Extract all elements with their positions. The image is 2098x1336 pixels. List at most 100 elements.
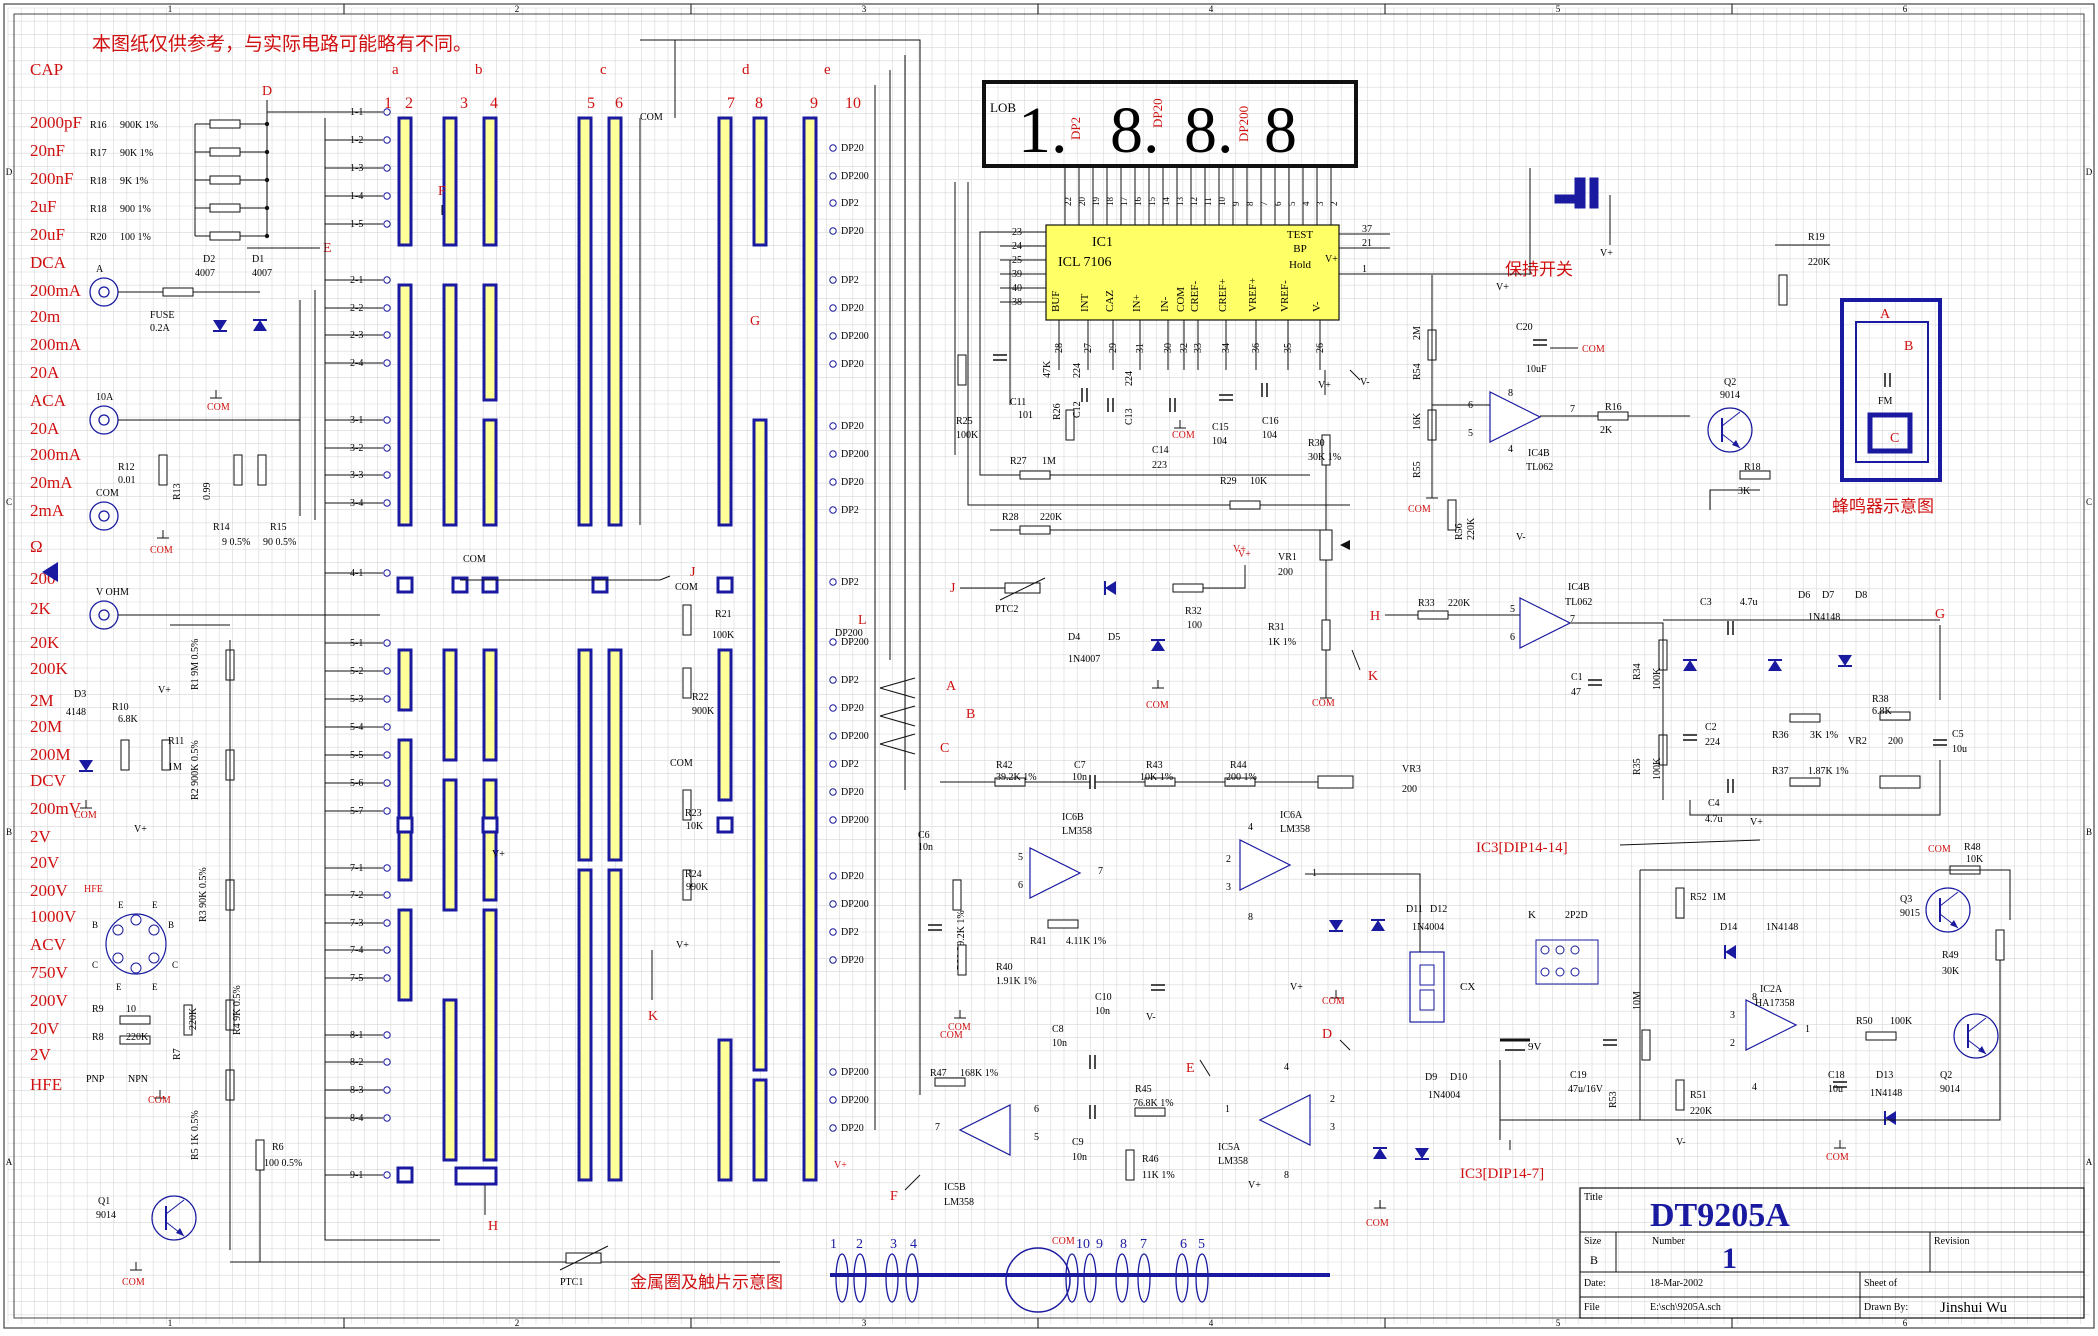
input-jack-label: 10A (96, 392, 114, 403)
range-label: 20M (30, 717, 62, 736)
resistor-ref: R43 (1146, 760, 1163, 771)
resistor-r15 (257, 454, 267, 486)
revision-label: Revision (1934, 1236, 1970, 1247)
switch-bar (577, 868, 593, 1182)
zone-number: 1 (168, 4, 173, 14)
pin-number: 1 (1805, 1024, 1810, 1035)
dp-output-label: DP20 (841, 1123, 864, 1134)
ic-part: TL062 (1565, 597, 1592, 608)
resistor-value: 100 1% (120, 232, 151, 243)
switch-column-number: 10 (845, 95, 861, 112)
resistor-value: 10K (1250, 476, 1268, 487)
resistor-value: 90K 1% (120, 148, 153, 159)
transistor-arrow (1978, 1046, 1986, 1054)
dp-output-label: DP20 (841, 477, 864, 488)
resistor-ref: R12 (118, 462, 135, 473)
switch-contact-ring (383, 639, 391, 647)
potentiometer-vr2 (1879, 775, 1921, 789)
ic-part: LM358 (1280, 824, 1310, 835)
input-jack-label: COM (96, 488, 119, 499)
resistor-ref: R17 (90, 148, 107, 159)
wire (1199, 1059, 1211, 1077)
resistor-value: 220K (1466, 517, 1477, 540)
switch-bar (717, 1038, 733, 1182)
transistor-q2-buzzer-icon (1707, 407, 1753, 453)
resistor-value: 0.99 (202, 483, 213, 501)
resistor-ref: VR3 (1402, 764, 1421, 775)
capacitor-ref: C4 (1708, 798, 1720, 809)
ic-part: TL062 (1526, 462, 1553, 473)
net-label-H: H (1370, 609, 1380, 624)
resistor-value: 3K 1% (1810, 730, 1838, 741)
dp-output-label: DP2 (841, 927, 859, 938)
resistor-value: 1.91K 1% (996, 976, 1037, 987)
capacitor-ref: C8 (1052, 1024, 1064, 1035)
switch-column-number: 7 (727, 95, 735, 112)
resistor-value: 200 1% (1226, 772, 1257, 783)
lcd-display-frame (982, 80, 1358, 168)
com-label: COM (1582, 344, 1605, 355)
dp-output-label: DP2 (841, 198, 859, 209)
pin-number: 8 (1248, 912, 1253, 923)
pin-number: 8 (1284, 1170, 1289, 1181)
resistor-r11 (161, 739, 171, 771)
hfe-pin (130, 914, 142, 926)
wire (879, 743, 916, 755)
sheet-inner-border (13, 13, 2085, 1319)
ic1-pin-number: 18 (1105, 197, 1115, 207)
diode-ref: D7 (1822, 590, 1834, 601)
ic-part: LM358 (1062, 826, 1092, 837)
resistor-r45 (1134, 1107, 1166, 1117)
opamp-ic6b-icon (1029, 847, 1082, 899)
resistor-ref: R20 (90, 232, 107, 243)
switch-contact-ring (383, 891, 391, 899)
range-label: 200mA (30, 281, 82, 300)
range-label: DCA (30, 253, 67, 272)
lcd-dp-label: DP200 (1236, 106, 1251, 142)
range-label: Ω (30, 537, 43, 556)
wire (967, 182, 1350, 506)
pin-letter: E (152, 900, 158, 910)
buzzer-square (1867, 412, 1913, 454)
npn-label: NPN (128, 1074, 148, 1085)
switch-bar (802, 116, 818, 1182)
range-label: 2mA (30, 501, 65, 520)
ic1-pin-number: 20 (1077, 197, 1087, 207)
ic1-pin-label: BUF (1050, 291, 1062, 312)
diode-icon (1151, 640, 1165, 651)
resistor-ref: R24 (685, 869, 702, 880)
resistor-value: 220K (1808, 257, 1831, 268)
resistor-ref: R39 39.2K 1% (956, 910, 967, 970)
net-label-B: B (1904, 339, 1913, 354)
transistor-collector (1721, 411, 1741, 427)
pin-letter: B (92, 920, 98, 930)
resistor-ref: R30 (1308, 438, 1325, 449)
resistor-value: 6.8K (1872, 706, 1893, 717)
pin-number: 5 (1018, 852, 1023, 863)
resistor-ref: R50 (1856, 1016, 1873, 1027)
range-label: 20A (30, 419, 60, 438)
com-label: COM (148, 1095, 171, 1106)
switch-contact-ring (383, 1114, 391, 1122)
com-label: COM (1366, 1218, 1389, 1229)
switch-contact-ring (383, 1058, 391, 1066)
resistor-value: 9K 1% (120, 176, 148, 187)
dp-contact-ring (829, 172, 837, 180)
dp-output-label: DP20 (841, 303, 864, 314)
dp-output-label: DP20 (841, 787, 864, 798)
resistor-value: 1K 1% (1268, 637, 1296, 648)
net-label-D: D (1322, 1027, 1332, 1042)
switch-contact-ring (383, 416, 391, 424)
resistor-value: 100K (1890, 1016, 1913, 1027)
resistor-value: 900K (692, 706, 715, 717)
pin-letter: C (92, 960, 98, 970)
switch-pin (1540, 945, 1550, 955)
range-label: 200V (30, 881, 69, 900)
resistor-value: 9 0.5% (222, 537, 250, 548)
rotary-number: 7 (1140, 1237, 1147, 1252)
dp-contact-ring (829, 732, 837, 740)
com-label: COM (1408, 504, 1431, 515)
dp-output-label: DP2 (841, 577, 859, 588)
wire (1305, 873, 1421, 952)
dp-contact-ring (829, 676, 837, 684)
